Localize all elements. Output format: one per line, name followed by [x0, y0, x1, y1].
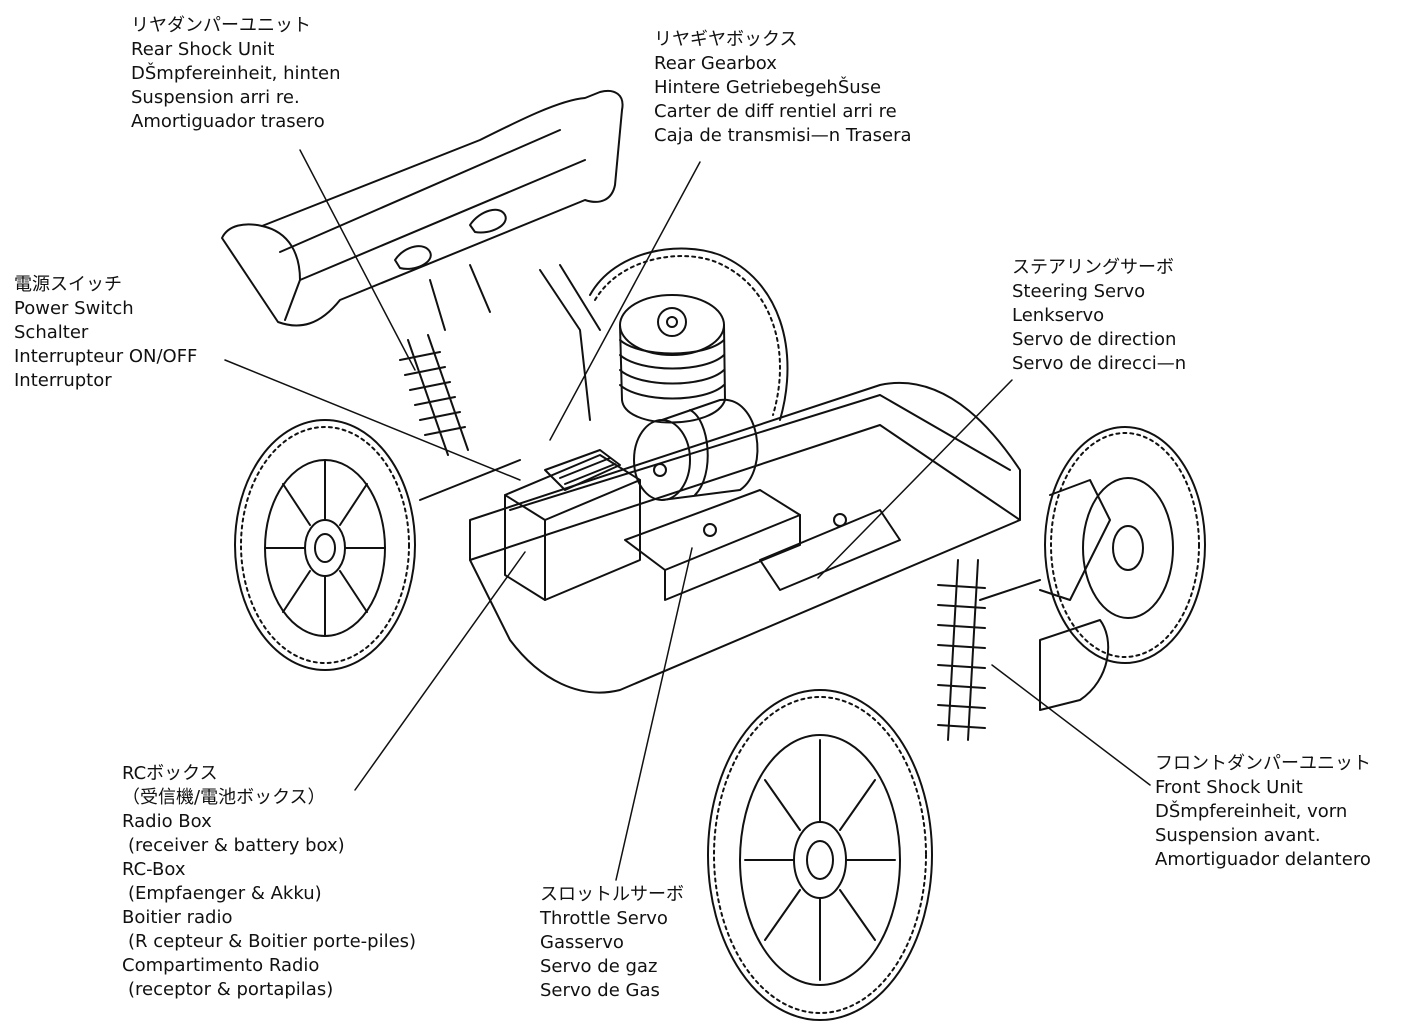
front-shock-part [937, 479, 1111, 741]
air-filter [633, 398, 759, 501]
label-steering-servo-de: Lenkservo [1012, 305, 1105, 326]
label-throttle-servo: スロットルサーボ Throttle Servo Gasservo Servo d… [540, 883, 684, 1003]
label-radio-box-de-sub: (Empfaenger & Akku) [128, 883, 322, 904]
label-throttle-servo-ja: スロットルサーボ [540, 884, 684, 905]
label-throttle-servo-de: Gasservo [540, 932, 624, 953]
label-rear-gearbox: リヤギヤボックス Rear Gearbox Hintere Getriebege… [654, 28, 912, 148]
label-rear-shock-fr: Suspension arri re. [131, 87, 300, 108]
label-radio-box-es: Compartimento Radio [122, 955, 320, 976]
rear-wing [221, 90, 624, 331]
label-power-switch-de: Schalter [14, 322, 89, 343]
label-steering-servo-en: Steering Servo [1012, 281, 1146, 302]
label-radio-box-fr-sub: (R cepteur & Boitier porte-piles) [128, 931, 417, 952]
label-power-switch-fr: Interrupteur ON/OFF [14, 346, 198, 367]
label-power-switch-es: Interruptor [14, 370, 112, 391]
leader-front-shock [991, 664, 1151, 786]
label-front-shock-fr: Suspension avant. [1155, 825, 1321, 846]
label-rear-gearbox-es: Caja de transmisi—n Trasera [654, 125, 912, 146]
label-radio-box-ja-sub: （受信機/電池ボックス） [122, 787, 326, 808]
label-rear-shock-es: Amortiguador trasero [131, 111, 325, 132]
leader-lines [224, 149, 1151, 881]
front-right-wheel [1044, 426, 1206, 664]
label-rear-shock-en: Rear Shock Unit [131, 39, 275, 60]
label-power-switch-en: Power Switch [14, 298, 134, 319]
label-front-shock-unit: フロントダンパーユニット Front Shock Unit DŠmpferein… [1155, 752, 1371, 872]
label-rear-gearbox-fr: Carter de diff rentiel arri re [654, 101, 897, 122]
rear-left-wheel [234, 419, 416, 671]
label-radio-box-en: Radio Box [122, 811, 212, 832]
label-throttle-servo-fr: Servo de gaz [540, 956, 658, 977]
leader-rear-shock [299, 149, 416, 371]
label-rear-gearbox-en: Rear Gearbox [654, 53, 777, 74]
label-power-switch-ja: 電源スイッチ [14, 274, 122, 295]
label-radio-box-ja: RCボックス [122, 763, 218, 784]
leader-throttle-servo [615, 547, 693, 881]
chassis [419, 382, 1041, 694]
label-front-shock-en: Front Shock Unit [1155, 777, 1303, 798]
label-radio-box-es-sub: (receptor & portapilas) [128, 979, 334, 1000]
label-throttle-servo-en: Throttle Servo [540, 908, 668, 929]
label-radio-box-de: RC-Box [122, 859, 186, 880]
label-rear-shock-ja: リヤダンパーユニット [131, 15, 311, 36]
leader-radio-box [354, 551, 526, 791]
leader-power-switch [224, 359, 521, 481]
label-front-shock-de: DŠmpfereinheit, vorn [1155, 801, 1348, 822]
label-rear-shock-de: DŠmpfereinheit, hinten [131, 63, 341, 84]
front-left-wheel [707, 689, 933, 1021]
label-radio-box: RCボックス （受信機/電池ボックス） Radio Box (receiver … [122, 762, 416, 1002]
rear-shock-part [399, 264, 601, 456]
label-steering-servo-es: Servo de direcci—n [1012, 353, 1187, 374]
label-steering-servo-fr: Servo de direction [1012, 329, 1177, 350]
servo-tray [624, 489, 901, 601]
rear-right-wheel [589, 247, 789, 421]
label-steering-servo-ja: ステアリングサーボ [1012, 257, 1174, 278]
label-radio-box-en-sub: (receiver & battery box) [128, 835, 345, 856]
label-rear-shock-unit: リヤダンパーユニット Rear Shock Unit DŠmpfereinhei… [131, 14, 341, 134]
label-radio-box-fr: Boitier radio [122, 907, 233, 928]
radio-box-part [504, 449, 641, 601]
label-rear-gearbox-de: Hintere GetriebegehŠuse [654, 77, 882, 98]
label-front-shock-ja: フロントダンパーユニット [1155, 753, 1371, 774]
label-steering-servo: ステアリングサーボ Steering Servo Lenkservo Servo… [1012, 256, 1186, 376]
label-front-shock-es: Amortiguador delantero [1155, 849, 1371, 870]
label-rear-gearbox-ja: リヤギヤボックス [654, 29, 798, 50]
leader-rear-gearbox [549, 161, 701, 441]
leader-steering-servo [817, 379, 1013, 579]
label-power-switch: 電源スイッチ Power Switch Schalter Interrupteu… [14, 273, 197, 393]
label-throttle-servo-es: Servo de Gas [540, 980, 660, 1001]
